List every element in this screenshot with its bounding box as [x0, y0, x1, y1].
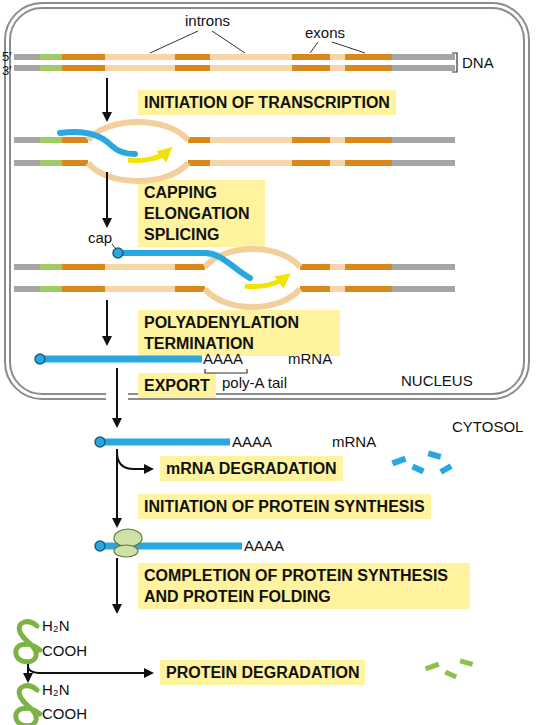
terminus-label: H₂N	[42, 617, 70, 635]
step-box: EXPORT	[138, 373, 216, 398]
mrna-cap	[35, 354, 45, 364]
mrna-cap	[95, 541, 105, 551]
protein-fragment	[425, 662, 440, 671]
step-box: COMPLETION OF PROTEIN SYNTHESIS AND PROT…	[138, 563, 470, 609]
step-box: INITIATION OF PROTEIN SYNTHESIS	[138, 494, 431, 519]
leader-line	[212, 31, 245, 53]
dna-strand	[14, 54, 455, 60]
dna-bracket	[452, 53, 457, 72]
dna-strand	[14, 264, 205, 270]
nuclear-pore	[106, 390, 128, 404]
step-label: INITIATION OF PROTEIN SYNTHESIS	[144, 496, 425, 517]
step-box: INITIATION OF TRANSCRIPTION	[138, 90, 396, 115]
dna-strand	[188, 137, 455, 143]
terminus-label: H₂N	[42, 681, 70, 699]
step-box: POLYADENYLATION TERMINATION	[138, 310, 340, 356]
rna-transcript	[60, 132, 135, 154]
dna-strand	[14, 65, 455, 71]
compartment-label: CYTOSOL	[452, 418, 523, 436]
terminus-label: COOH	[42, 642, 87, 660]
leader-line	[310, 42, 318, 53]
dna-strand	[14, 160, 88, 166]
mrna-fragment	[391, 456, 406, 466]
mrna-fragment	[427, 451, 441, 460]
poly-a-label: AAAA	[232, 433, 272, 451]
flow-arrow	[116, 449, 118, 526]
dna-strand	[300, 286, 455, 292]
mrna-strand	[40, 356, 202, 363]
branch-arrow	[28, 666, 152, 673]
part-label: cap	[88, 229, 112, 247]
leader-line	[150, 31, 198, 53]
polymerase-arrow	[245, 277, 286, 287]
protein-fragment	[444, 670, 457, 680]
dna-strand	[14, 286, 205, 292]
mrna-fragment	[411, 464, 424, 475]
rna-transcript	[118, 253, 250, 278]
nucleus-compartment: NUCLEUS INITIATION OF TRANSCRIPTION CAPPIN…	[4, 2, 530, 400]
step-label: CAPPING ELONGATION SPLICING	[144, 182, 259, 245]
molecule-label: mRNA	[332, 433, 376, 451]
flow-arrow	[106, 300, 108, 344]
dna-strand	[300, 264, 455, 270]
ribosome	[114, 545, 138, 557]
transcription-bubble	[88, 163, 188, 181]
step-label: POLYADENYLATION TERMINATION	[144, 312, 334, 354]
step-label: COMPLETION OF PROTEIN SYNTHESIS AND PROT…	[144, 565, 464, 607]
protein	[16, 686, 40, 725]
compartment-label: NUCLEUS	[401, 372, 473, 390]
step-box: PROTEIN DEGRADATION	[160, 660, 365, 685]
region-label: introns	[185, 12, 230, 30]
mrna-cap	[113, 248, 123, 258]
mrna-fragment	[439, 463, 452, 474]
step-label: PROTEIN DEGRADATION	[166, 662, 359, 683]
flow-arrow	[106, 172, 108, 226]
transcription-bubble	[88, 122, 188, 140]
part-label: poly-A tail	[222, 374, 287, 392]
flow-arrow	[27, 664, 29, 681]
dna-strand	[188, 160, 455, 166]
region-label: exons	[305, 24, 345, 42]
branch-arrow	[117, 452, 152, 469]
transcription-bubble	[205, 249, 300, 267]
step-box: mRNA DEGRADATION	[160, 456, 343, 481]
mrna-cap	[95, 437, 105, 447]
step-label: EXPORT	[144, 375, 210, 396]
poly-a-bracket	[205, 369, 247, 373]
dna-strand	[14, 137, 88, 143]
ribosome	[114, 529, 142, 547]
poly-a-label: AAAA	[244, 537, 284, 555]
step-box: CAPPING ELONGATION SPLICING	[138, 180, 265, 247]
polymerase-arrow	[128, 151, 168, 161]
step-label: INITIATION OF TRANSCRIPTION	[144, 92, 390, 113]
mrna-strand	[100, 439, 230, 446]
leader-line	[332, 42, 365, 53]
terminus-label: COOH	[42, 705, 87, 723]
molecule-label: DNA	[462, 54, 494, 72]
flow-arrow	[116, 558, 118, 612]
transcription-bubble	[205, 289, 300, 307]
leader-line	[112, 244, 116, 249]
flow-arrow	[106, 78, 108, 120]
protein	[16, 622, 40, 662]
mrna-strand	[100, 543, 242, 550]
protein-fragment	[459, 659, 473, 667]
step-label: mRNA DEGRADATION	[166, 458, 337, 479]
flow-arrow	[116, 368, 118, 426]
